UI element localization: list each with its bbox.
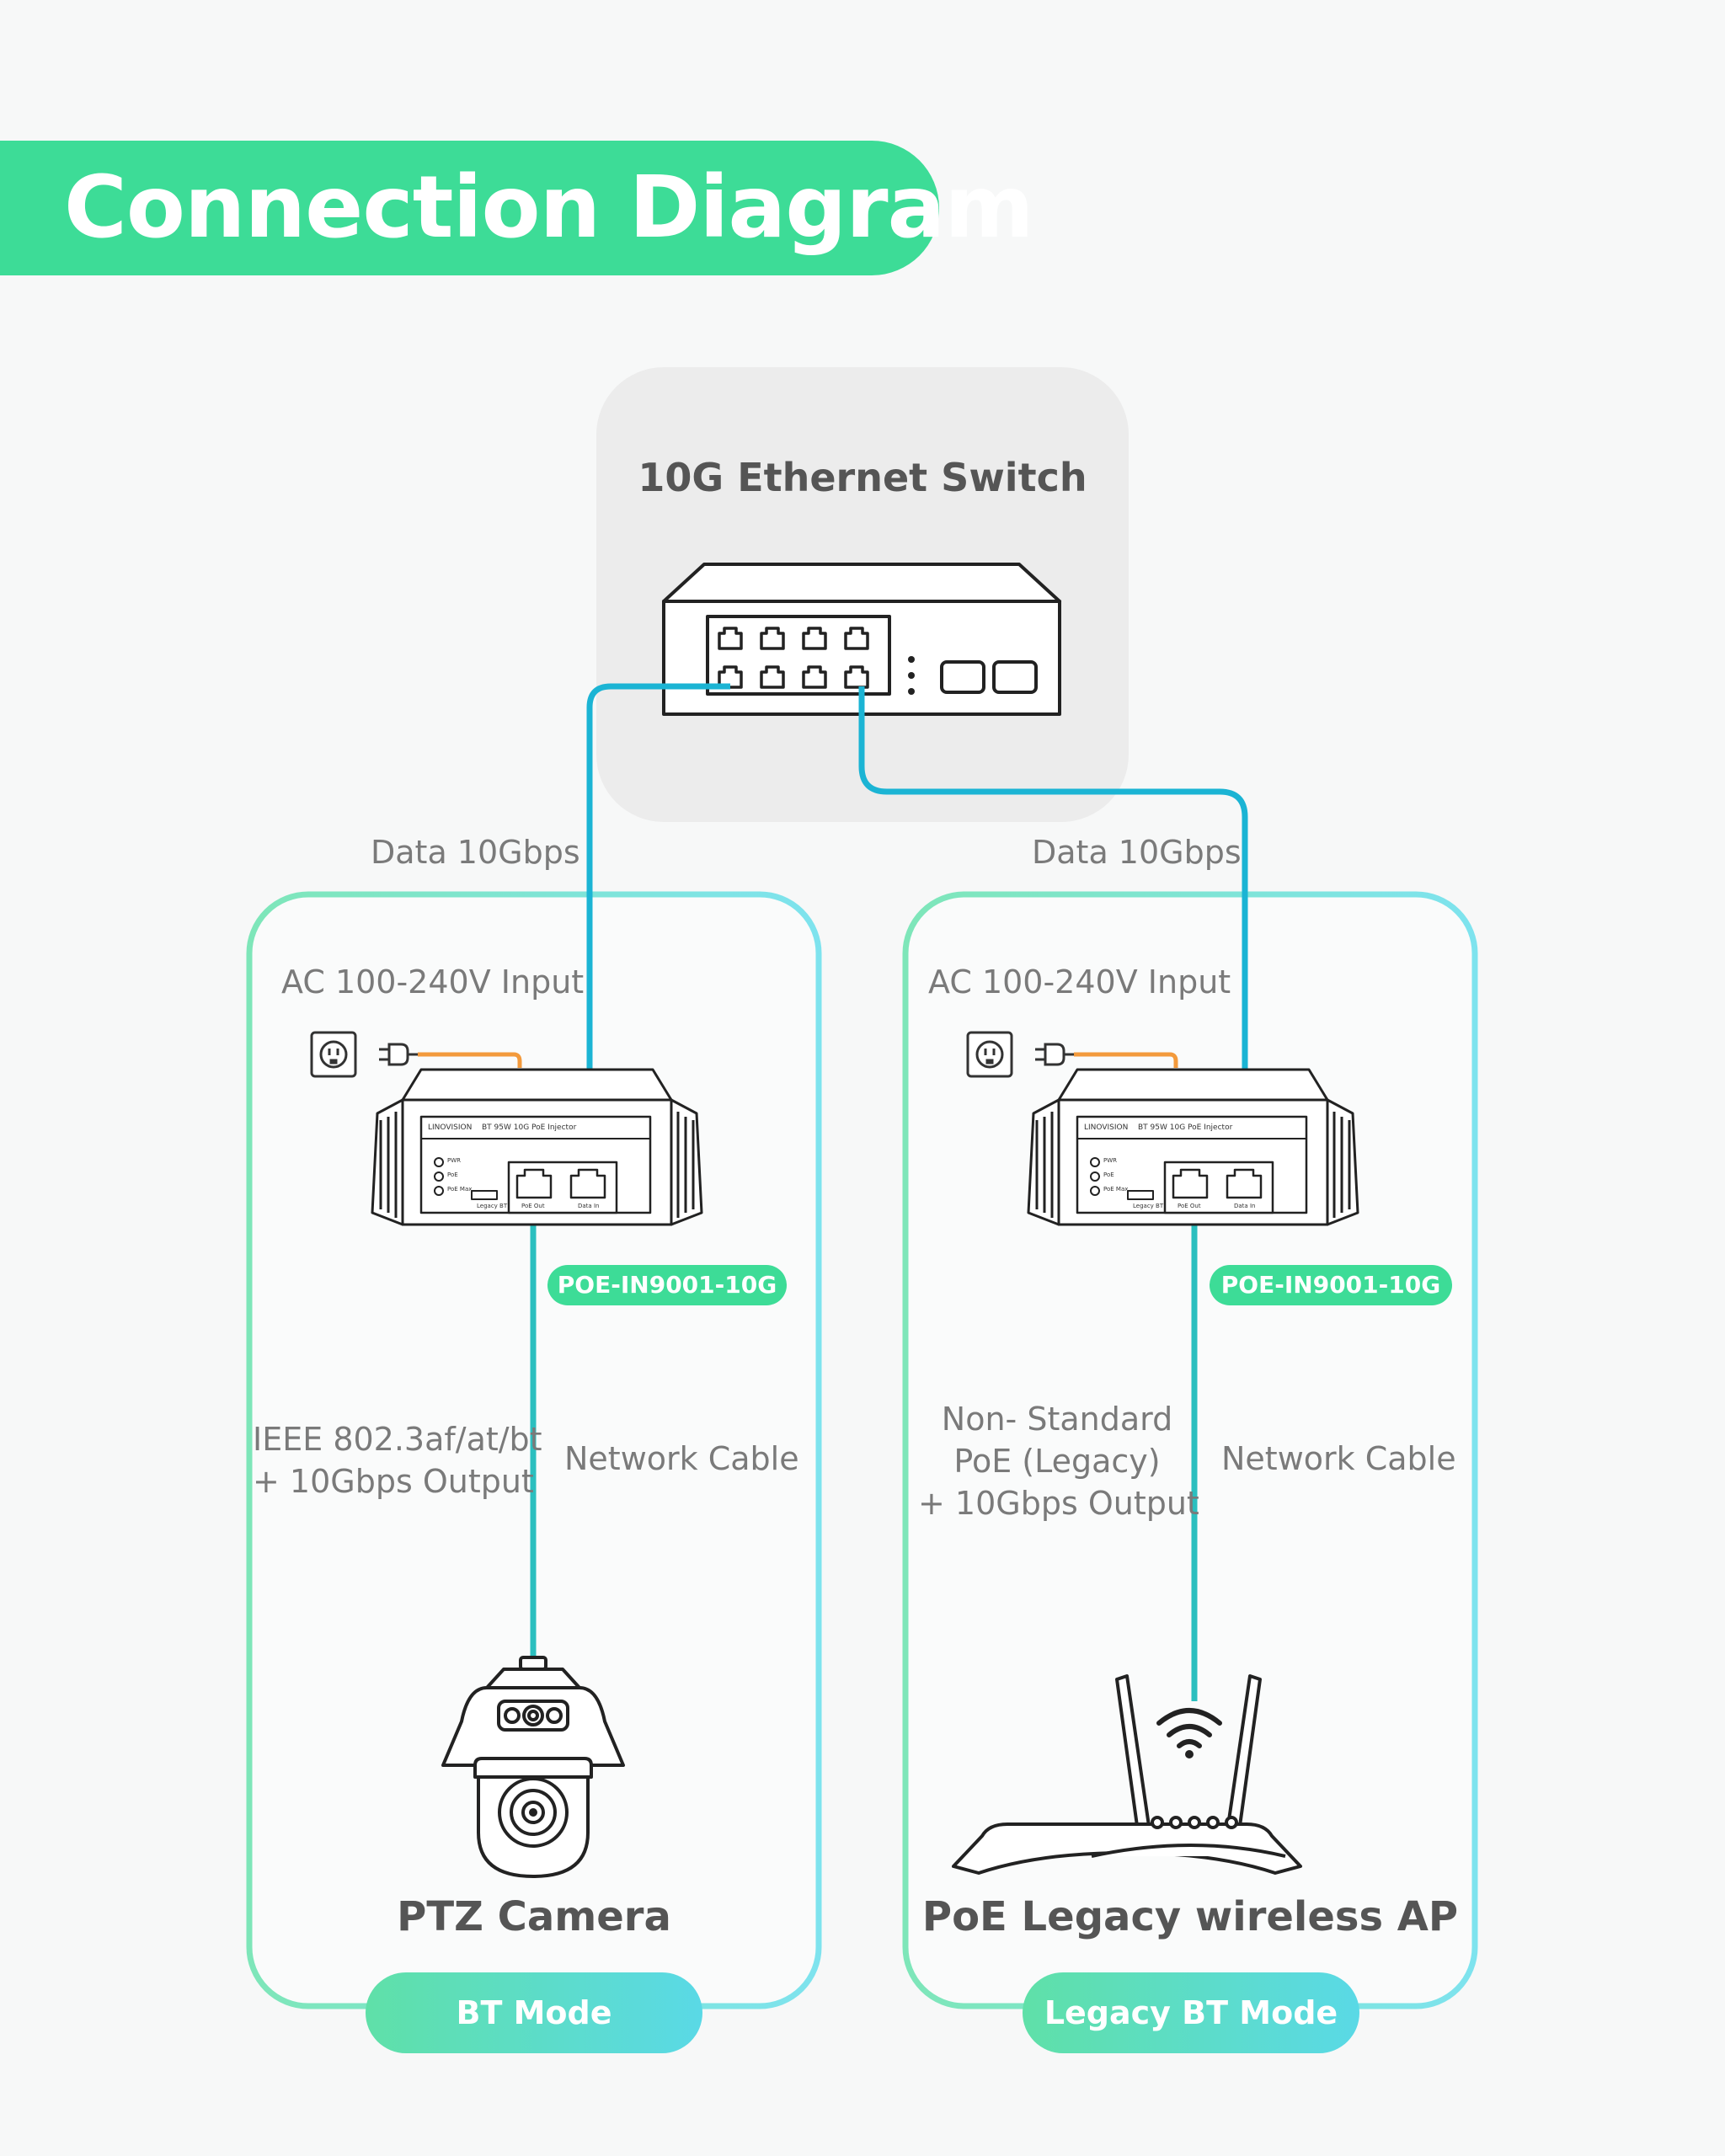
power-cord bbox=[418, 1052, 522, 1068]
output-spec-line: PoE (Legacy) bbox=[953, 1443, 1161, 1480]
output-spec-line: IEEE 802.3af/at/bt bbox=[253, 1421, 542, 1458]
output-spec-line: + 10Gbps Output bbox=[918, 1485, 1199, 1522]
header-banner: Connection Diagram bbox=[0, 141, 1034, 275]
injector-led-label: PoE Max bbox=[1103, 1186, 1129, 1193]
network-cable-label: Network Cable bbox=[1221, 1440, 1456, 1477]
injector-body-icon bbox=[371, 1068, 703, 1226]
device-name: PTZ Camera bbox=[397, 1893, 671, 1940]
switch-title: 10G Ethernet Switch bbox=[638, 455, 1087, 500]
injector-led-label: PoE Max bbox=[447, 1186, 473, 1193]
ac-input-label: AC 100-240V Input bbox=[281, 963, 585, 1001]
device-name: PoE Legacy wireless AP bbox=[921, 1893, 1459, 1940]
injector-right bbox=[966, 1031, 1359, 1226]
power-outlet-icon bbox=[310, 1031, 357, 1078]
data-cable-right bbox=[858, 686, 1248, 1189]
data-cable-left bbox=[586, 683, 730, 1189]
injector-product-label: BT 95W 10G PoE Injector bbox=[482, 1123, 577, 1132]
page-title: Connection Diagram bbox=[64, 157, 1034, 258]
mode-badge: BT Mode bbox=[366, 1972, 702, 2053]
injector-port-label: PoE Out bbox=[1178, 1203, 1201, 1209]
power-plug-icon bbox=[379, 1043, 418, 1066]
injector-led-label: PoE bbox=[1103, 1171, 1114, 1178]
power-cord bbox=[1074, 1052, 1178, 1068]
injector-port-label: Data In bbox=[1234, 1203, 1256, 1209]
injector-body-icon bbox=[1027, 1068, 1359, 1226]
mode-badge: Legacy BT Mode bbox=[1023, 1972, 1359, 2053]
injector-left bbox=[310, 1031, 703, 1226]
injector-switch-label: Legacy BT bbox=[477, 1203, 508, 1209]
network-cable-label: Network Cable bbox=[564, 1440, 799, 1477]
output-spec-label: IEEE 802.3af/at/bt + 10Gbps Output bbox=[253, 1418, 542, 1502]
injector-switch-label: Legacy BT bbox=[1133, 1203, 1164, 1209]
power-outlet-icon bbox=[966, 1031, 1013, 1078]
wireless-ap-icon bbox=[952, 1674, 1302, 1875]
injector-port-label: Data In bbox=[578, 1203, 600, 1209]
data-rate-label: Data 10Gbps bbox=[1032, 834, 1242, 871]
injector-led-label: PWR bbox=[1103, 1157, 1118, 1164]
injector-brand-label: LINOVISION bbox=[1084, 1123, 1129, 1132]
injector-product-label: BT 95W 10G PoE Injector bbox=[1138, 1123, 1233, 1132]
ptz-camera-icon bbox=[441, 1656, 625, 1878]
wifi-icon bbox=[1156, 1708, 1222, 1748]
injector-brand-label: LINOVISION bbox=[428, 1123, 473, 1132]
output-spec-line: + 10Gbps Output bbox=[253, 1463, 534, 1500]
output-spec-label: Non- Standard PoE (Legacy) + 10Gbps Outp… bbox=[918, 1398, 1199, 1524]
model-badge: POE-IN9001-10G bbox=[547, 1265, 787, 1305]
model-badge: POE-IN9001-10G bbox=[1210, 1265, 1452, 1305]
power-plug-icon bbox=[1035, 1043, 1074, 1066]
injector-port-label: PoE Out bbox=[521, 1203, 545, 1209]
injector-led-label: PWR bbox=[447, 1157, 462, 1164]
data-rate-label: Data 10Gbps bbox=[371, 834, 580, 871]
injector-led-label: PoE bbox=[447, 1171, 458, 1178]
ac-input-label: AC 100-240V Input bbox=[928, 963, 1231, 1001]
output-spec-line: Non- Standard bbox=[941, 1401, 1173, 1438]
